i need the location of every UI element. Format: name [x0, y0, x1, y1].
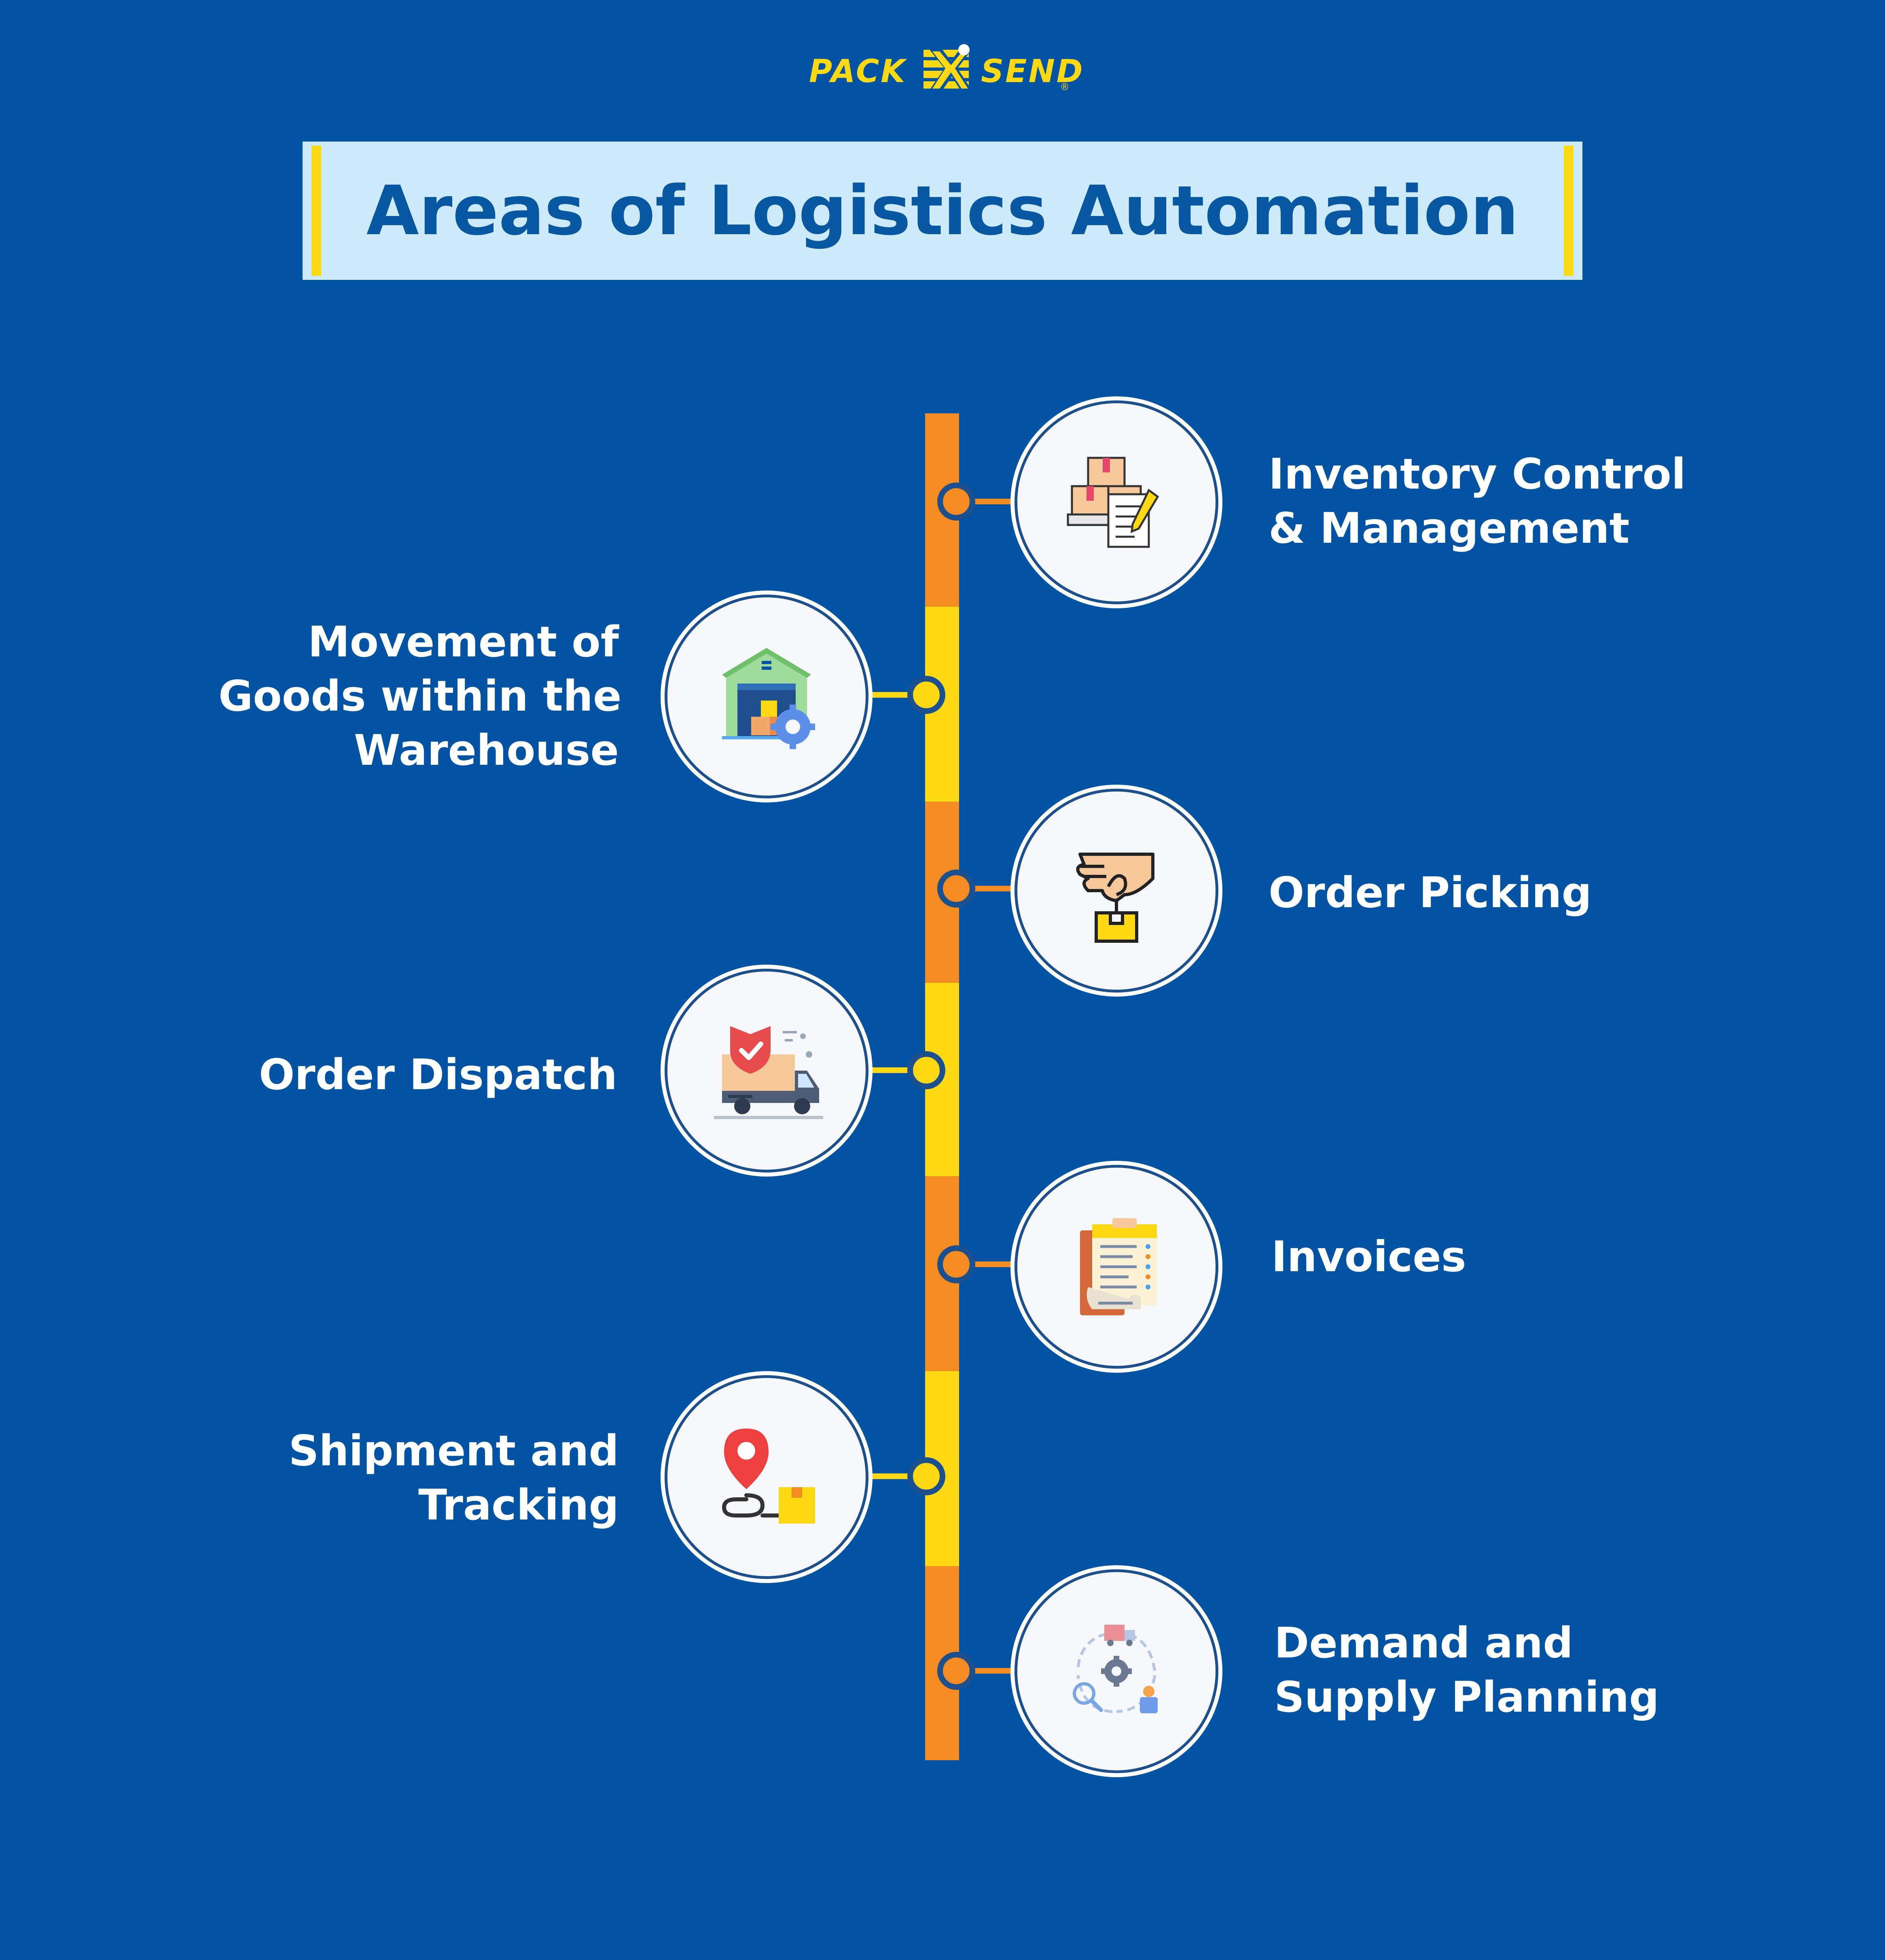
demand-supply-label-line-2: Supply Planning	[1274, 1672, 1659, 1722]
invoices-label: Invoices	[1271, 1230, 1466, 1284]
connector-right-1	[937, 483, 1011, 521]
warehouse-movement-label-line-3: Warehouse	[354, 726, 619, 775]
invoices-label-line-1: Invoices	[1271, 1232, 1466, 1281]
order-picking-label: Order Picking	[1269, 866, 1592, 920]
title-left-accent-bar	[311, 146, 321, 276]
inventory-boxes-clipboard-icon	[1067, 457, 1159, 548]
invoices-node	[1015, 1165, 1218, 1369]
connector-left-1	[870, 676, 945, 714]
demand-supply-node	[1015, 1569, 1218, 1773]
order-picking-node	[1015, 789, 1218, 993]
warehouse-movement-label-line-1: Movement of	[308, 617, 619, 667]
order-dispatch-label: Order Dispatch	[259, 1048, 617, 1102]
inventory-node	[1015, 400, 1218, 604]
shipment-tracking-label-line-1: Shipment and	[288, 1426, 619, 1475]
delivery-truck-shield-icon	[714, 1026, 823, 1119]
connector-left-3	[870, 1457, 945, 1495]
inventory-label: Inventory Control & Management	[1269, 447, 1686, 555]
order-picking-label-line-1: Order Picking	[1269, 868, 1592, 917]
pack-and-send-logo: PACK SEND ®	[809, 42, 1082, 99]
order-dispatch-label-line-1: Order Dispatch	[259, 1050, 618, 1099]
registered-mark: ®	[1060, 81, 1070, 93]
order-dispatch-node	[665, 969, 868, 1173]
logo-x-mark-icon	[923, 44, 973, 92]
demand-supply-label-line-1: Demand and	[1274, 1618, 1573, 1668]
connector-right-3	[937, 1245, 1011, 1283]
warehouse-movement-label-line-2: Goods within the	[218, 671, 622, 721]
connector-right-2	[937, 870, 1011, 908]
invoice-document-icon	[1080, 1218, 1157, 1315]
page-title: Areas of Logistics Automation	[366, 171, 1519, 250]
supply-cycle-gear-icon	[1073, 1625, 1158, 1713]
shipment-tracking-label-line-2: Tracking	[418, 1480, 619, 1530]
title-banner: Areas of Logistics Automation	[303, 142, 1582, 280]
warehouse-movement-node	[665, 595, 868, 798]
title-right-accent-bar	[1564, 146, 1574, 276]
shipment-tracking-label: Shipment and Tracking	[218, 1424, 619, 1532]
connector-left-2	[870, 1051, 945, 1089]
warehouse-movement-label: Movement of Goods within the Warehouse	[218, 615, 622, 777]
logo-word-pack: PACK	[809, 53, 907, 90]
inventory-label-line-1: Inventory Control	[1269, 449, 1686, 499]
logo-word-send: SEND	[981, 53, 1084, 90]
inventory-label-line-2: & Management	[1269, 504, 1630, 553]
demand-supply-label: Demand and Supply Planning	[1274, 1616, 1659, 1724]
shipment-tracking-node	[665, 1375, 868, 1579]
location-pin-route-icon	[722, 1429, 815, 1524]
warehouse-gear-icon	[722, 648, 815, 749]
hand-picking-box-icon	[1076, 853, 1154, 943]
connector-right-4	[937, 1652, 1011, 1690]
